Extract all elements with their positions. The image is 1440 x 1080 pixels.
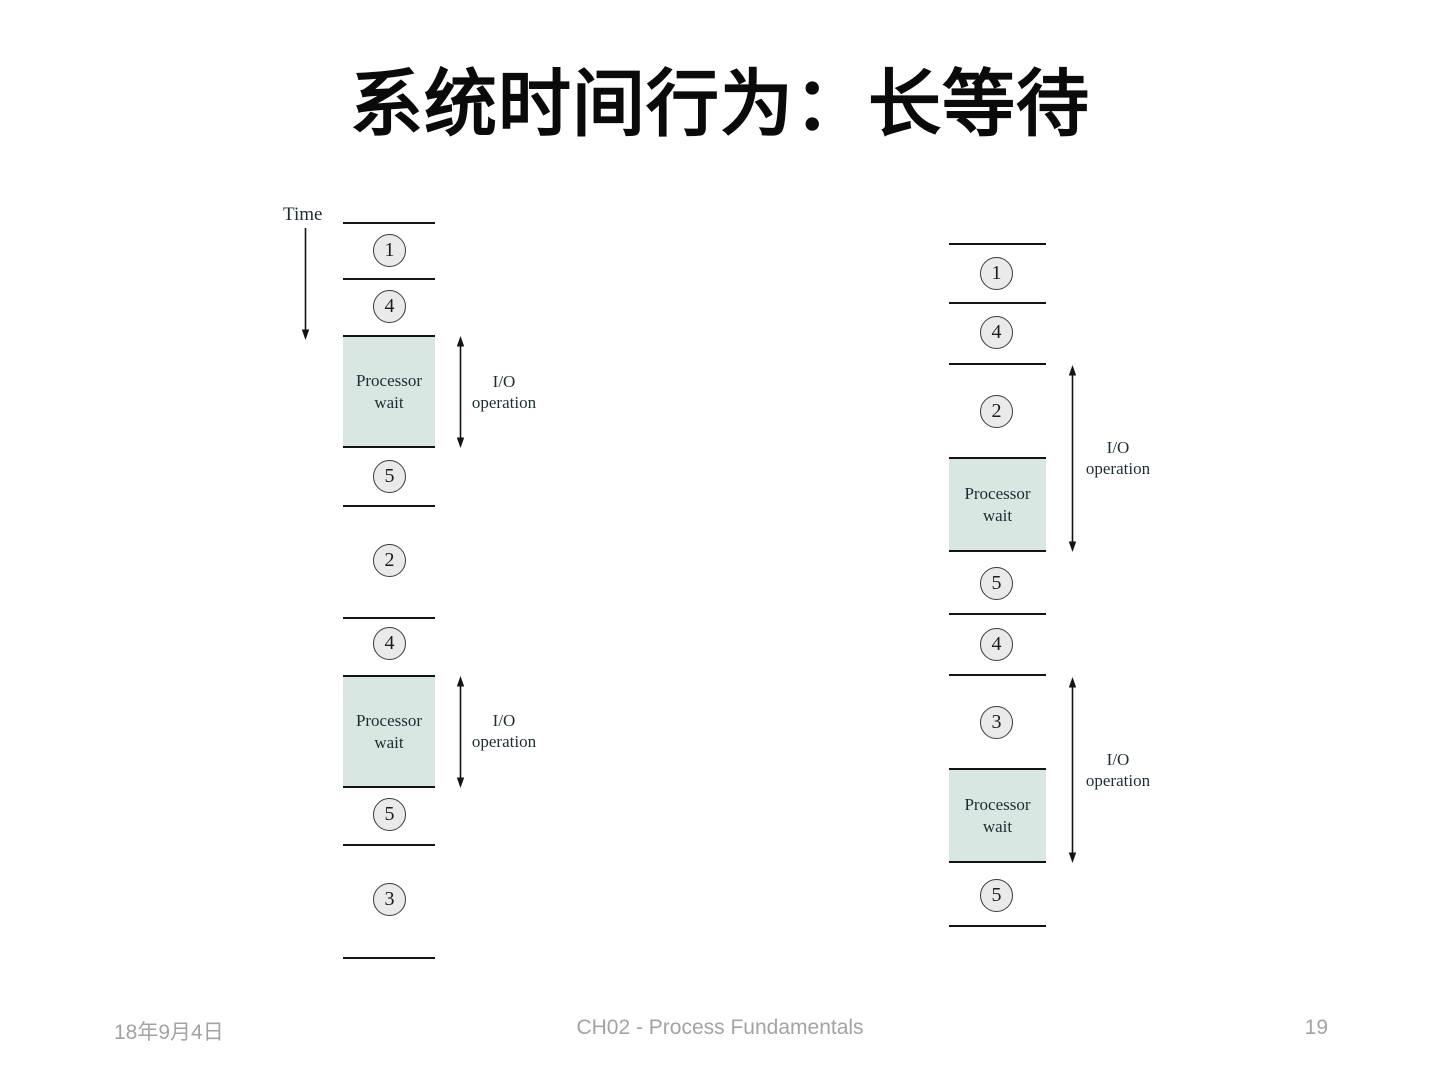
time-axis-label: Time	[283, 204, 323, 225]
io-operation-label: I/O operation	[1085, 750, 1151, 791]
processor-wait-box: Processor wait	[949, 768, 1046, 863]
processor-wait-label: Processor wait	[355, 711, 423, 752]
io-operation-label: I/O operation	[1085, 438, 1151, 479]
process-step-circle: 5	[980, 567, 1013, 600]
footer: CH02 - Process Fundamentals 18年9月4日 19	[0, 1014, 1440, 1050]
timeline-divider	[949, 302, 1046, 304]
process-step-circle: 5	[373, 460, 406, 493]
timeline-divider	[343, 844, 435, 846]
io-operation-arrow-icon	[456, 676, 465, 788]
timeline-divider	[949, 243, 1046, 245]
processor-wait-box: Processor wait	[343, 675, 435, 788]
io-operation-label: I/O operation	[471, 711, 537, 752]
process-step-circle: 4	[373, 627, 406, 660]
timeline-divider	[949, 925, 1046, 927]
footer-date: 18年9月4日	[114, 1021, 224, 1044]
processor-wait-box: Processor wait	[343, 335, 435, 448]
process-step-circle: 1	[980, 257, 1013, 290]
footer-page-number: 19	[1304, 1016, 1328, 1039]
timeline-divider	[343, 957, 435, 959]
process-step-circle: 3	[373, 883, 406, 916]
slide-title: 系统时间行为：长等待	[350, 64, 1090, 145]
timeline-divider	[949, 363, 1046, 365]
processor-wait-label: Processor wait	[964, 484, 1031, 525]
process-step-circle: 4	[373, 290, 406, 323]
timeline-divider	[949, 674, 1046, 676]
timeline-divider	[343, 222, 435, 224]
io-operation-arrow-icon	[1068, 677, 1077, 863]
timeline-divider	[343, 278, 435, 280]
process-step-circle: 1	[373, 234, 406, 267]
processor-wait-label: Processor wait	[964, 795, 1031, 836]
process-step-circle: 5	[980, 879, 1013, 912]
timeline-divider	[343, 617, 435, 619]
process-step-circle: 4	[980, 628, 1013, 661]
io-operation-arrow-icon	[1068, 365, 1077, 552]
process-step-circle: 4	[980, 316, 1013, 349]
timeline-divider	[949, 613, 1046, 615]
io-operation-label: I/O operation	[471, 372, 537, 413]
time-down-arrow-icon	[301, 228, 310, 340]
io-operation-arrow-icon	[456, 336, 465, 448]
processor-wait-box: Processor wait	[949, 457, 1046, 552]
timeline-divider	[343, 505, 435, 507]
process-step-circle: 2	[980, 395, 1013, 428]
process-step-circle: 3	[980, 706, 1013, 739]
processor-wait-label: Processor wait	[355, 371, 423, 412]
footer-title: CH02 - Process Fundamentals	[576, 1016, 864, 1039]
process-step-circle: 5	[373, 798, 406, 831]
process-step-circle: 2	[373, 544, 406, 577]
